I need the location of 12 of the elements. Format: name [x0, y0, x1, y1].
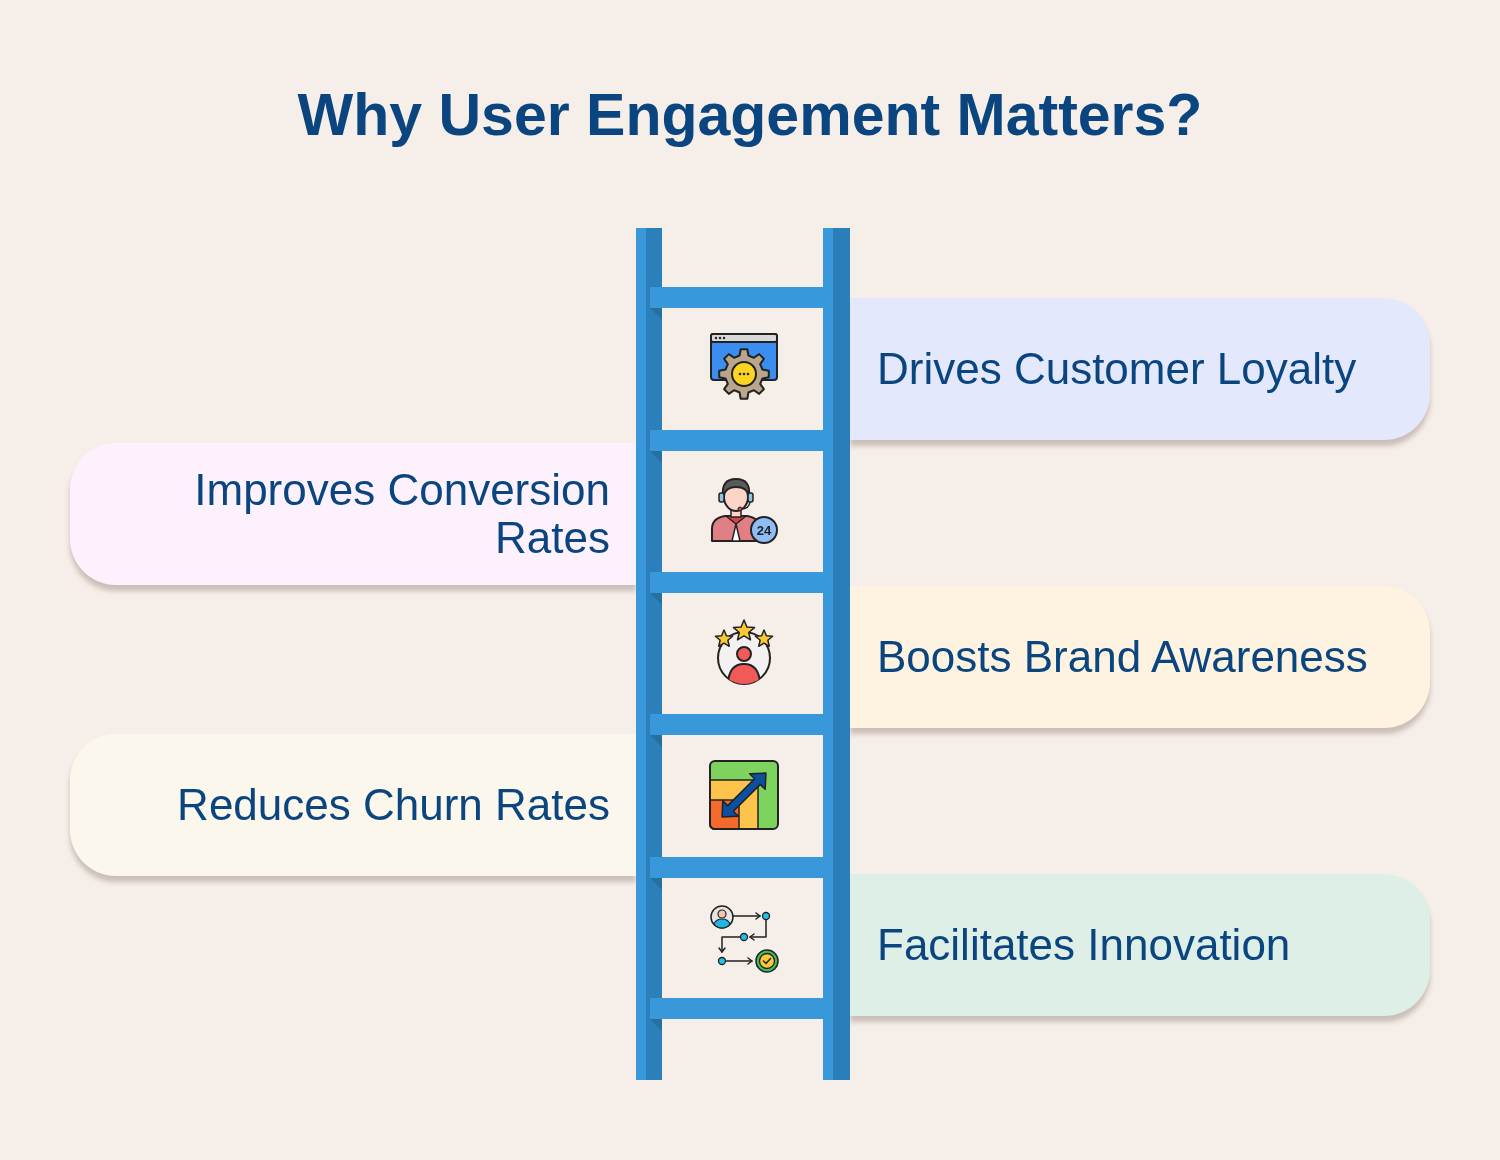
banner	[850, 586, 1430, 728]
banner-label: Facilitates Innovation	[877, 920, 1291, 970]
banner-label: Drives Customer Loyalty	[877, 344, 1357, 394]
banner-label: Reduces Churn Rates	[177, 780, 610, 830]
title: Why User Engagement Matters?	[297, 81, 1203, 150]
banner	[70, 734, 636, 876]
banner-label: Boosts Brand Awareness	[877, 632, 1368, 682]
banner-label: Improves Conversion Rates	[193, 465, 610, 563]
banner	[70, 443, 636, 585]
number-badge: 24	[750, 516, 778, 544]
banner	[850, 298, 1430, 440]
banner	[850, 874, 1430, 1016]
